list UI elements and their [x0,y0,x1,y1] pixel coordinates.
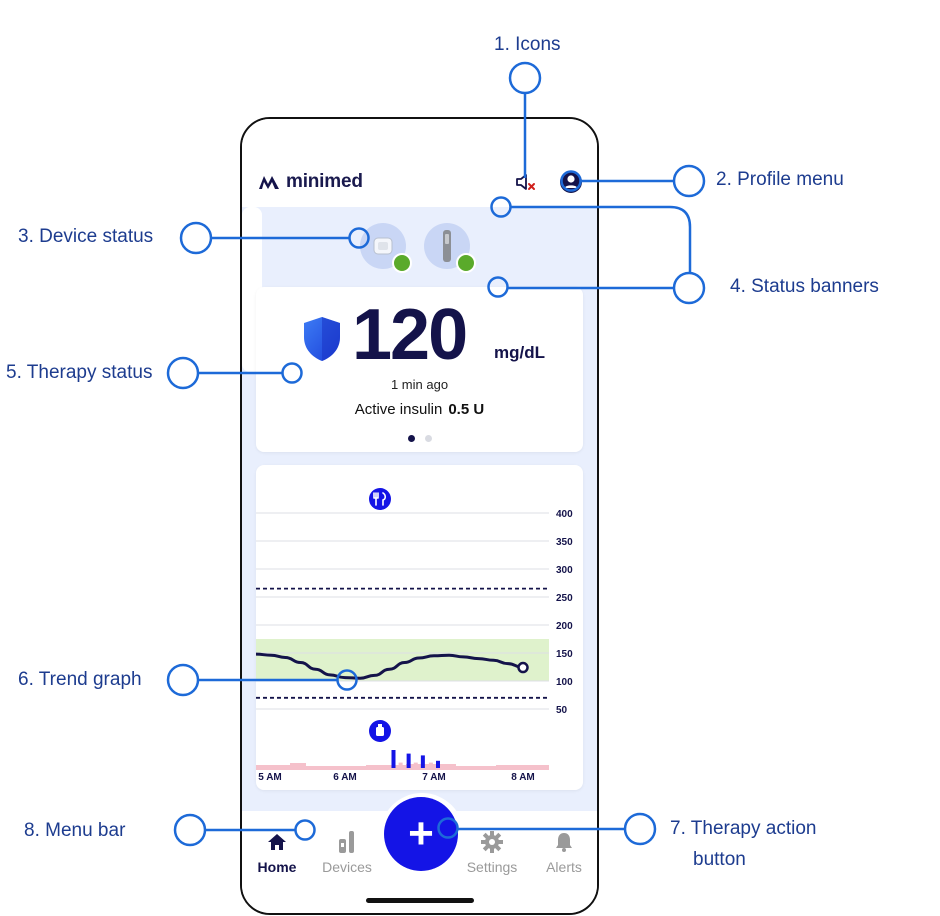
callout-trend-graph: 6. Trend graph [18,669,142,690]
phone-frame: minimed [240,117,599,915]
callout-icons: 1. Icons [494,34,561,55]
sound-off-icon[interactable] [513,169,539,195]
callout-marker-icons [508,61,542,95]
insulin-bar [436,760,440,768]
callout-therapy-action: 7. Therapy action [670,818,817,839]
basal-segment [256,765,276,770]
active-insulin-label: Active insulin [354,401,443,418]
active-insulin: Active insulin 0.5 U [256,401,583,418]
glucose-trend-line [256,652,525,680]
insulin-bar [420,755,425,768]
insulin-bar [406,753,411,768]
meal-icon [369,488,391,510]
glucose-value: 120 [352,295,468,375]
callout-marker-profile [672,164,706,198]
pager-dot-active[interactable] [408,435,415,442]
device-pump-status-dot [392,253,412,273]
devices-icon [339,831,354,853]
nav-alerts[interactable]: Alerts [529,829,597,875]
card-pager[interactable] [408,435,432,442]
basal-segment [306,766,346,770]
trend-graph: 400 350 300 250 200 150 100 50 5 AM 6 AM 7 AM 8 AM [256,488,573,783]
nav-alerts-label: Alerts [546,859,582,875]
y-tick-label: 50 [556,705,568,716]
app-header: minimed [242,119,597,207]
glucose-unit: mg/dL [494,343,545,362]
insulin-bar [413,762,418,768]
nav-devices-label: Devices [322,859,372,875]
basal-segment [456,766,496,770]
x-tick-label: 5 AM [258,772,282,783]
insulin-bar [391,750,396,768]
y-tick-label: 300 [556,565,573,576]
x-tick-label: 8 AM [511,772,535,783]
therapy-action-button[interactable]: + [384,797,458,871]
callout-marker-menu [173,813,207,847]
therapy-status-card[interactable]: 120 mg/dL 1 min ago Active insulin 0.5 U [256,287,583,452]
y-tick-label: 250 [556,593,573,604]
target-range-band [256,639,549,681]
nav-settings[interactable]: Settings [457,829,527,875]
nav-settings-label: Settings [466,859,518,875]
y-tick-label: 350 [556,537,573,548]
nav-devices[interactable]: Devices [312,829,382,875]
bell-icon [556,833,572,852]
device-sensor-status-dot [456,253,476,273]
last-reading-time: 1 min ago [390,377,449,392]
profile-icon[interactable] [558,169,584,195]
basal-segment [366,765,406,770]
insulin-bar [398,762,403,768]
callout-status-banners: 4. Status banners [730,276,879,297]
basal-segment [276,765,290,770]
home-indicator [366,898,474,903]
gear-icon [481,831,503,853]
x-tick-label: 6 AM [333,772,357,783]
insulin-icon [369,720,391,742]
brand-name: minimed [286,171,363,192]
callout-therapy-action-line2: button [693,849,746,870]
trend-graph-card[interactable]: 400 350 300 250 200 150 100 50 5 AM 6 AM 7 AM 8 AM [256,465,583,790]
pager-dot[interactable] [425,435,432,442]
device-status-row [360,223,476,273]
home-icon [268,834,286,850]
callout-marker-trend [166,663,200,697]
callout-profile-menu: 2. Profile menu [716,169,844,190]
brand-logo: minimed [258,171,363,193]
callout-device-status: 3. Device status [18,226,154,247]
active-insulin-value: 0.5 U [448,401,485,418]
callout-menu-bar: 8. Menu bar [24,820,126,841]
latest-reading-point [517,661,529,674]
pump-icon [373,237,393,255]
device-pump[interactable] [360,223,412,273]
plus-icon: + [408,809,434,858]
callout-marker-banners [672,271,706,305]
x-tick-label: 7 AM [422,772,446,783]
y-tick-label: 400 [556,509,573,520]
nav-home[interactable]: Home [242,829,312,875]
basal-segment [496,765,549,770]
shield-icon [304,317,340,361]
y-tick-label: 100 [556,677,573,688]
callout-marker-therapy [166,356,200,390]
sensor-icon [443,230,451,262]
nav-home-label: Home [257,859,297,875]
callout-therapy-status: 5. Therapy status [6,362,153,383]
callout-marker-device [179,221,213,255]
basal-segment [290,763,306,770]
brand-mark-icon [259,176,279,189]
basal-segment [346,766,366,770]
y-tick-label: 200 [556,621,573,632]
y-tick-label: 150 [556,649,573,660]
insulin-bar [428,762,433,768]
callout-marker-action [623,812,657,846]
device-sensor[interactable] [424,223,476,273]
